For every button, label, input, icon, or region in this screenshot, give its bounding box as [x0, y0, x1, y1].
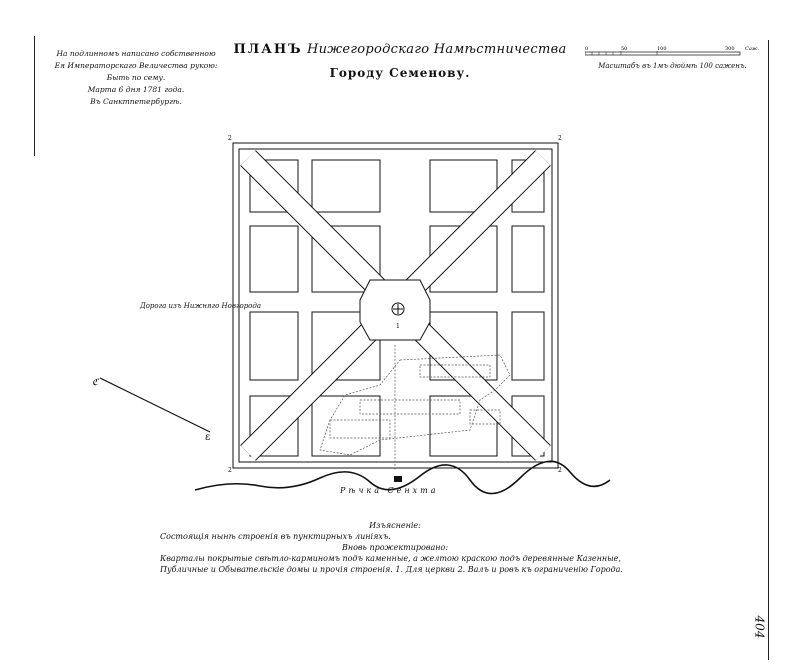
legend-heading: Изъясненіе:: [369, 521, 421, 530]
map-title: ПЛАНЪ Нижегородскаго Намѣстничества: [200, 42, 600, 58]
title-plan-word: ПЛАНЪ: [233, 42, 303, 57]
legend-existing: Состоящія нынѣ строенія въ пунктирныхъ л…: [160, 532, 391, 541]
city-block: [311, 159, 381, 213]
title-line1: Нижегородскаго Намѣстничества: [306, 42, 567, 57]
page-number: 404: [752, 615, 767, 639]
scale-caption: Масштабъ въ 1мъ дюймѣ 100 саженъ.: [598, 62, 747, 70]
scale-bar-rect: [585, 51, 741, 56]
note-line: Марта 6 дня 1781 года.: [87, 85, 185, 94]
scale-tick-label: 300: [725, 46, 735, 52]
scale-tick-label: 0: [585, 46, 588, 52]
rampart-number: 2: [558, 467, 562, 474]
city-block: [249, 225, 299, 293]
legend-projected-text: Кварталы покрытые свѣтло-карминомъ подъ …: [160, 554, 623, 574]
map-subtitle: Городу Семенову.: [329, 66, 471, 80]
scale-ticks: [591, 51, 658, 55]
frame-line-left: [34, 36, 35, 156]
scale-unit: Саж.: [745, 46, 759, 52]
road-label: Дорога изъ Нижняго Новгорода: [140, 302, 261, 310]
frame-line-right: [768, 40, 769, 660]
bridge-icon: [394, 476, 402, 482]
city-block: [511, 225, 545, 293]
compass-south-icon: ε: [205, 432, 210, 443]
river: [194, 460, 611, 495]
rampart-number: 2: [228, 467, 232, 474]
city-block: [311, 395, 381, 457]
compass-needle: [99, 377, 211, 433]
legend: Изъясненіе: Состоящія нынѣ строенія въ п…: [160, 520, 630, 575]
note-line: Ея Императорскаго Величества рукою:: [54, 61, 218, 70]
note-line: Въ Санктпетербургѣ.: [90, 97, 182, 106]
rampart-number: 2: [228, 135, 232, 142]
note-line: На подлинномъ написано собственною: [56, 49, 216, 58]
legend-projected-heading: Вновь прожектировано:: [341, 543, 449, 552]
rampart-number: 2: [558, 135, 562, 142]
church-number: 1: [396, 323, 400, 330]
river-label: Рѣчка Сенхта: [340, 486, 439, 495]
rampart: [232, 142, 559, 469]
note-line: Быть по сему.: [106, 73, 166, 82]
city-block: [249, 311, 299, 381]
city-block: [511, 311, 545, 381]
compass-north-icon: ℭ: [92, 378, 100, 388]
scale-tick-label: 100: [657, 46, 667, 52]
existing-buildings: [319, 345, 511, 470]
approval-note: На подлинномъ написано собственною Ея Им…: [36, 48, 236, 108]
scale-bar: 0 50 100 300 Саж.: [585, 46, 759, 56]
scale-tick-label: 50: [621, 46, 627, 52]
